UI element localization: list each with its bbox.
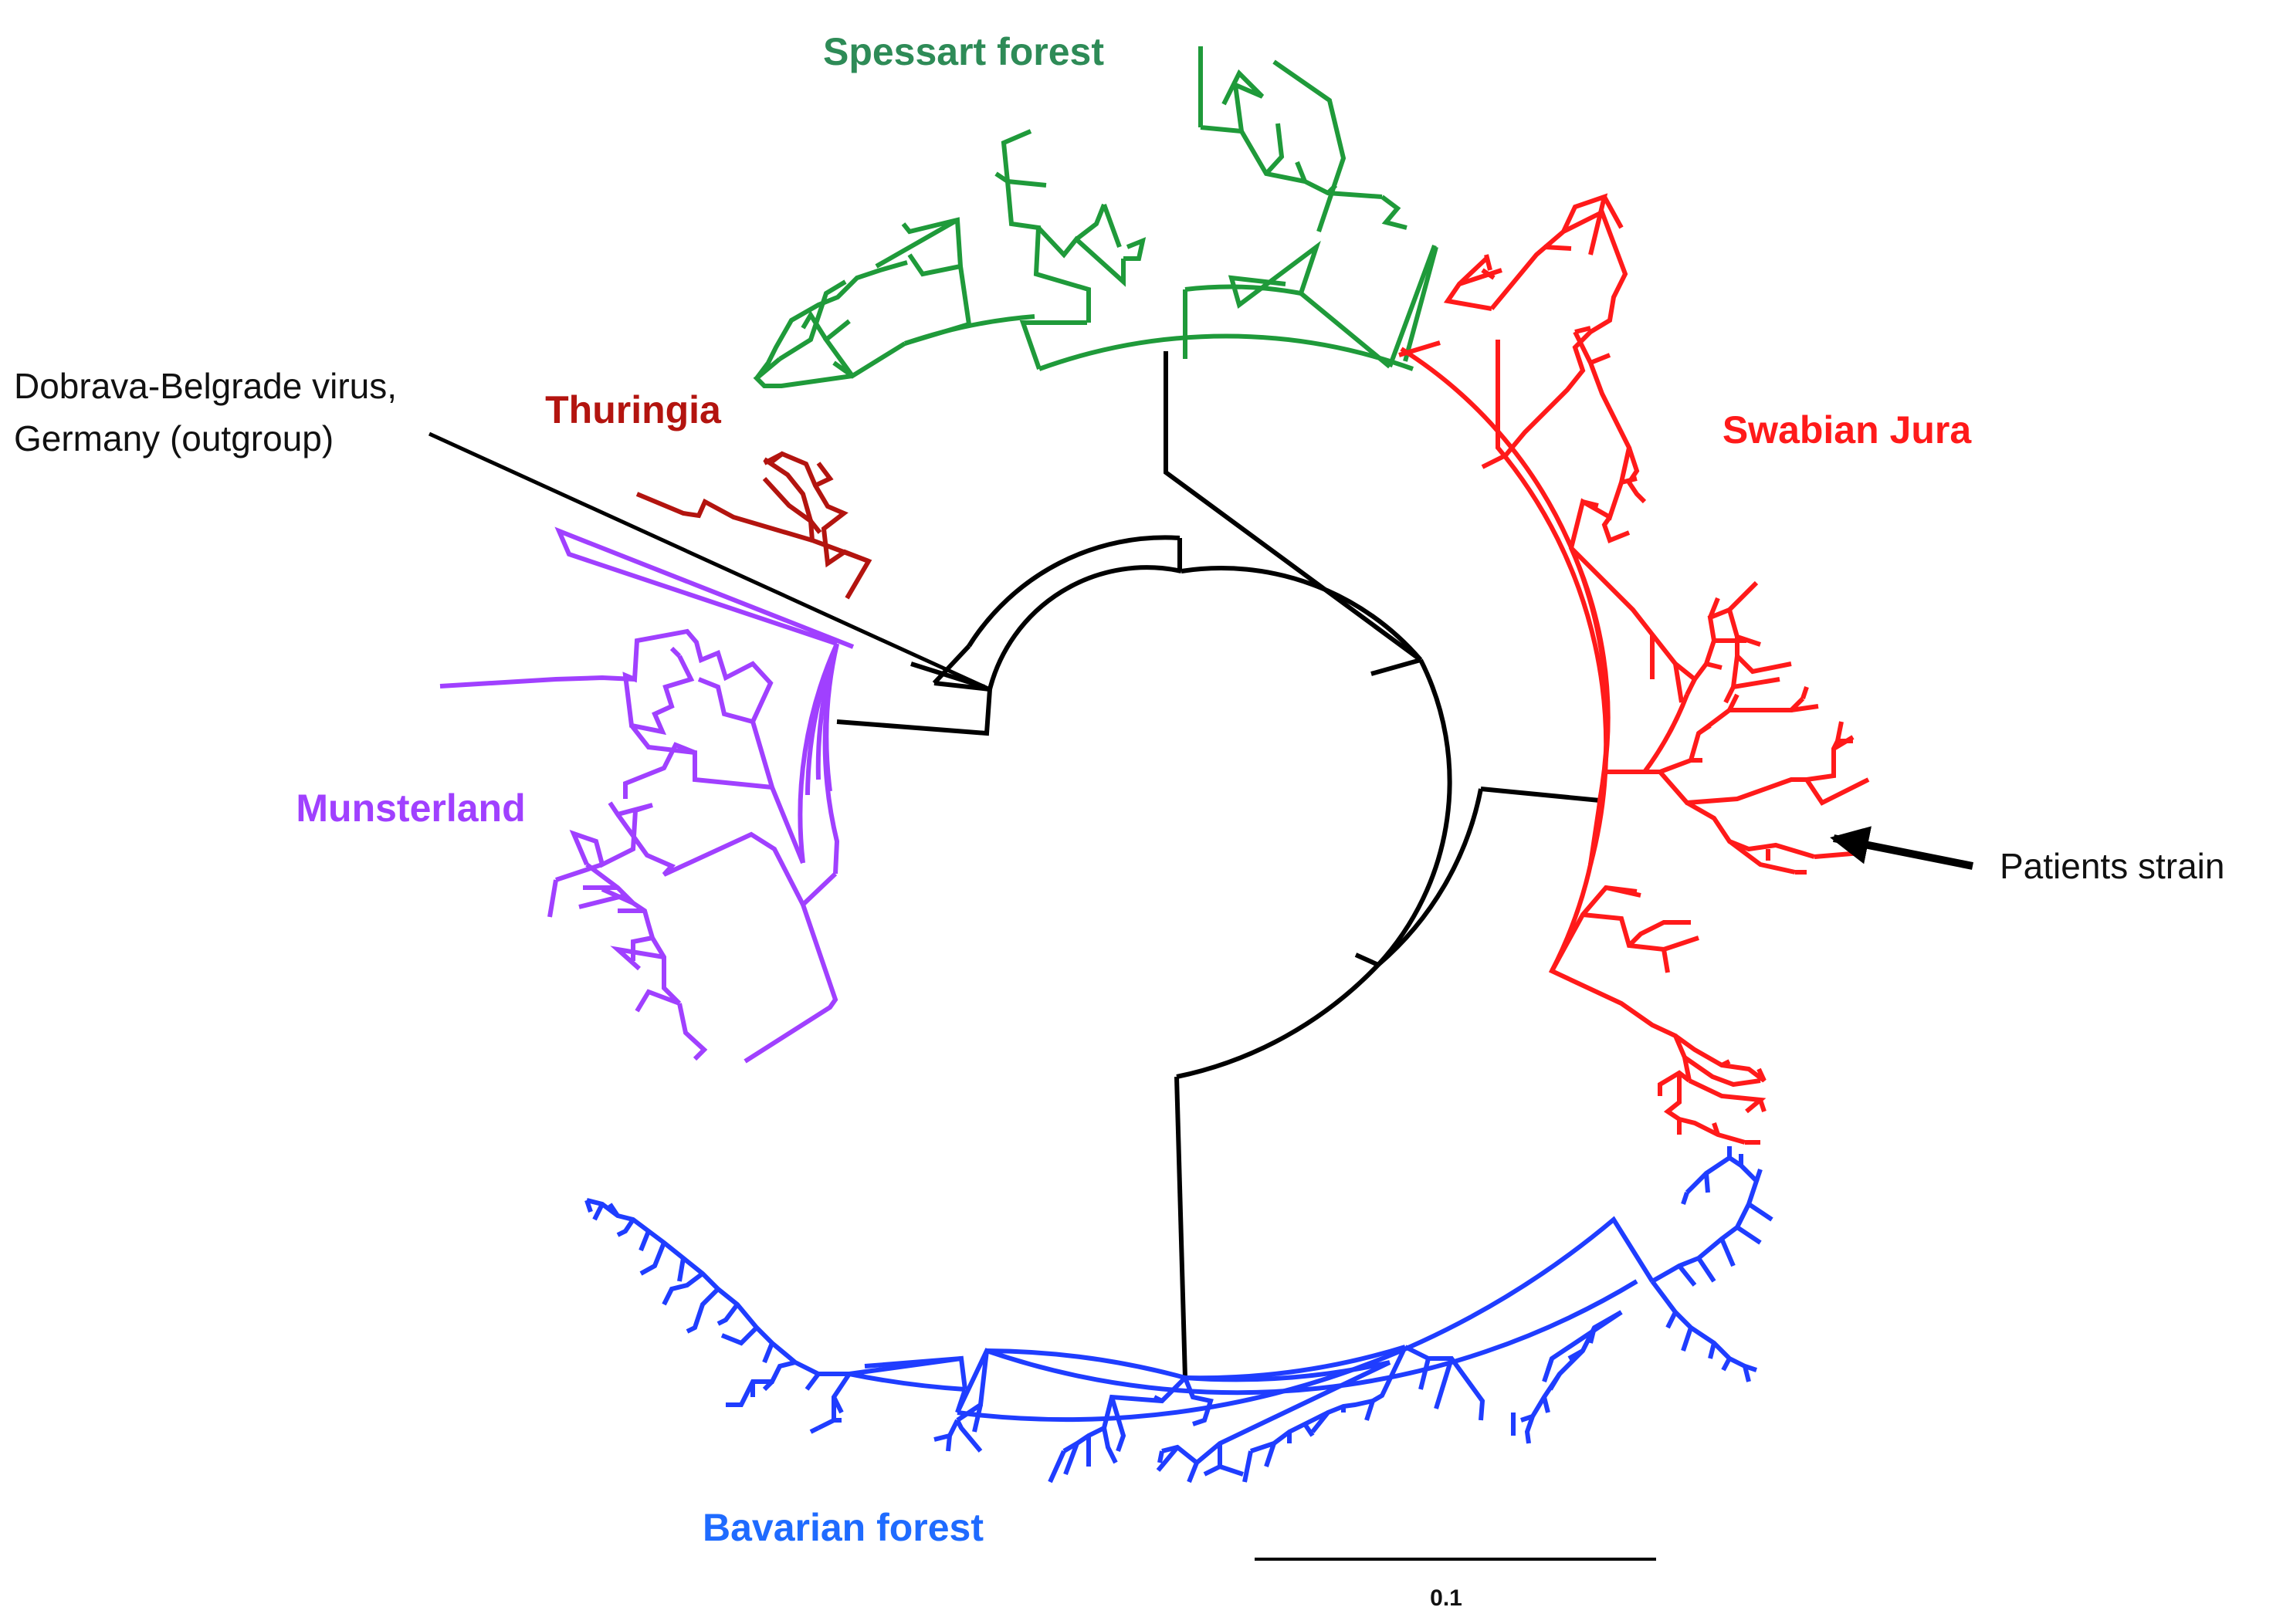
patients-strain-arrow [1830,826,1973,870]
thuringia-clade-branches [635,451,872,600]
outgroup-label-line2: Germany (outgroup) [14,418,334,458]
munsterland-clade-branches [439,526,855,1064]
clade-label-swabian: Swabian Jura [1723,408,1973,452]
clade-label-spessart: Spessart forest [823,30,1104,73]
scale-bar-label: 0.1 [1430,1585,1462,1611]
spessart-clade-branches [753,46,1438,388]
swabian-clade-branches [1398,193,1870,1145]
outgroup-label-line1: Dobrava-Belgrade virus, [14,366,397,406]
outgroup-branch [428,431,991,692]
patients-strain-label: Patients strain [2000,846,2224,886]
clade-label-munsterland: Munsterland [296,787,525,830]
backbone-branches [836,351,1601,1379]
clade-label-bavarian: Bavarian forest [703,1506,984,1549]
bavarian-clade-branches [584,1146,1773,1484]
clade-label-thuringia: Thuringia [545,388,722,431]
